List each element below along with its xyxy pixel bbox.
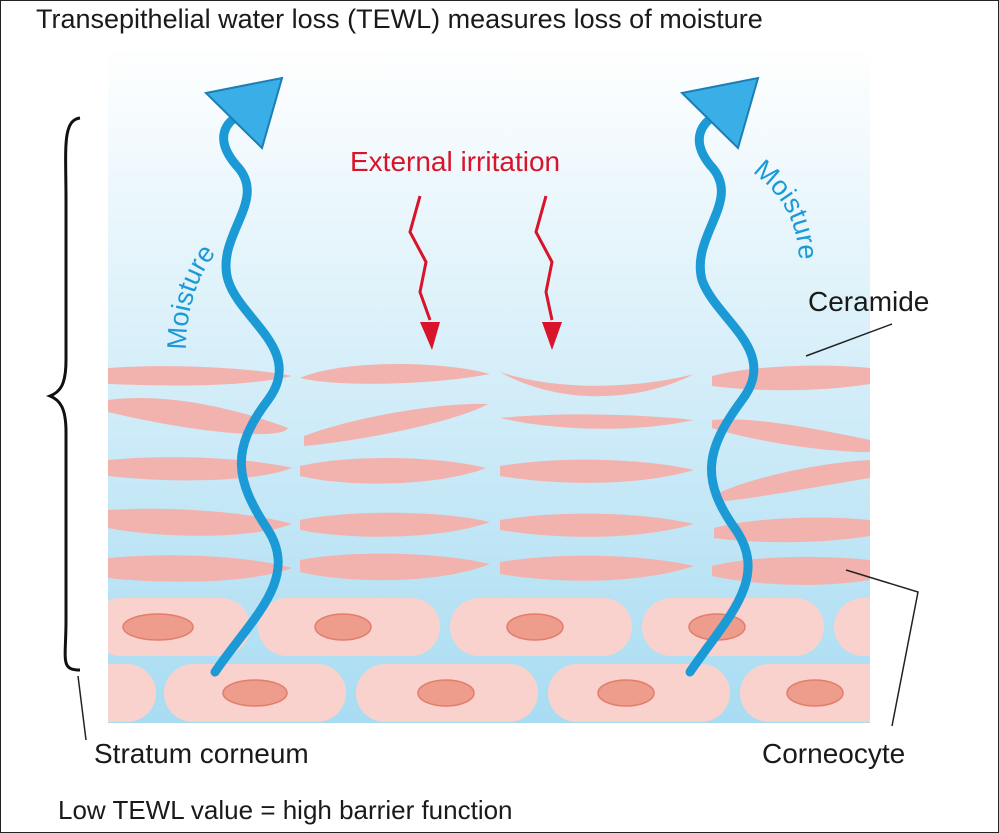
ceramide-lipid (304, 403, 488, 446)
ceramide-lipid (300, 363, 490, 384)
corneocyte-cell (108, 664, 156, 722)
irritation-arrow-left (408, 195, 432, 321)
corneocyte-cell (834, 598, 870, 656)
moisture-arrow-left-head (203, 76, 284, 150)
ceramide-lipid (108, 366, 292, 386)
corneocyte-label: Corneocyte (762, 738, 906, 769)
ceramide-lipid (500, 459, 694, 483)
ceramide-lipid (300, 553, 490, 581)
external-irritation-label: External irritation (350, 146, 561, 177)
corneocyte-nucleus (597, 679, 655, 707)
irritation-arrow-right-head (542, 322, 562, 350)
corneocyte-nucleus (786, 679, 844, 707)
corneocyte-layer-lower (108, 664, 870, 722)
ceramide-lipid (714, 517, 870, 543)
ceramide-layers (108, 363, 870, 585)
stratum-corneum-leader-line (77, 675, 87, 741)
corneocyte-layer-upper (108, 598, 870, 656)
corneocyte-nucleus (122, 613, 194, 641)
stratum-corneum-label: Stratum corneum (94, 738, 309, 769)
moisture-arrow-left-shaft (210, 107, 284, 677)
irritation-arrows (408, 195, 562, 350)
ceramide-lipid (716, 460, 870, 502)
corneocyte-nucleus (417, 679, 475, 707)
ceramide-lipid (300, 512, 490, 537)
stratum-corneum-brace (45, 116, 81, 672)
moisture-arrow-right-shaft (685, 107, 759, 677)
ceramide-lipid (108, 508, 292, 536)
corneocyte-nucleus (506, 613, 564, 641)
ceramide-lipid (500, 513, 694, 537)
irritation-arrow-right (534, 195, 554, 321)
ceramide-label: Ceramide (808, 286, 930, 317)
ceramide-leader-line (805, 323, 893, 357)
ceramide-lipid (712, 419, 870, 452)
moisture-arrow-right-head (679, 76, 760, 150)
ceramide-lipid (500, 414, 694, 429)
corneocyte-nucleus (314, 613, 372, 641)
ceramide-lipid (500, 372, 694, 397)
figure-title: Transepithelial water loss (TEWL) measur… (36, 4, 763, 34)
corneocyte-nucleus (222, 679, 288, 707)
footer-note: Low TEWL value = high barrier function (58, 795, 513, 825)
ceramide-lipid (300, 457, 486, 484)
corneocyte-leader-lines (845, 569, 919, 727)
irritation-arrow-left-head (420, 322, 440, 350)
ceramide-lipid (500, 555, 694, 581)
ceramide-lipid (108, 398, 288, 435)
ceramide-lipid (108, 555, 292, 582)
